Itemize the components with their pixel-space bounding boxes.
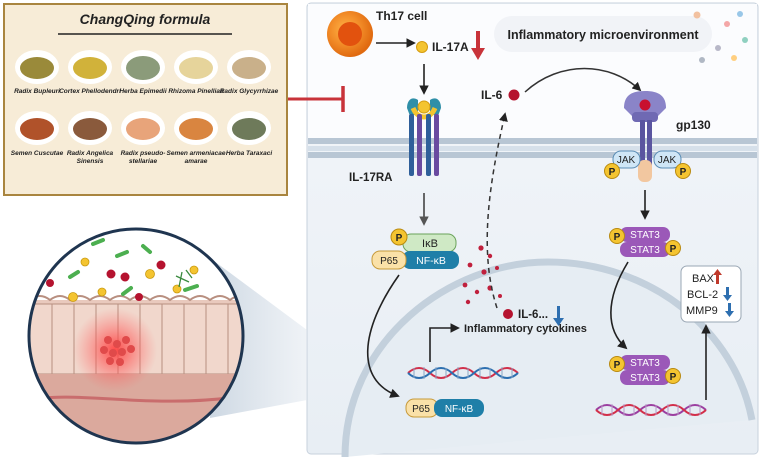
th17-cell: [327, 11, 373, 57]
jak-right: [653, 150, 691, 179]
herb-label: Cortex Phellodendri: [59, 88, 121, 95]
herb-label: Rhizoma Pinelliae: [168, 88, 224, 95]
nfkb-translocation-arrow: [366, 274, 400, 398]
jak-right-label: JAK: [658, 155, 677, 166]
stat3-dimer-nucleus: [609, 355, 681, 385]
nuclear-stat3-top-label: STAT3: [630, 358, 660, 369]
nuclear-nfkb-label: NF-κB: [445, 404, 474, 415]
p-badge-nstat3-a: P: [614, 360, 621, 371]
marker-bcl2: BCL-2: [687, 289, 718, 301]
formula-panel: [3, 3, 288, 196]
herb-label: Sinensis: [77, 158, 104, 165]
formula-title: ChangQing formula: [80, 11, 211, 27]
herb-label: Radix Angelica: [67, 150, 114, 157]
th17-cell-label: Th17 cell: [376, 9, 427, 23]
il6-label: IL-6: [481, 88, 503, 102]
p65-label: P65: [380, 256, 398, 267]
cytokines-label: Inflammatory cytokines: [464, 323, 587, 335]
p-badge-ikb: P: [396, 233, 403, 244]
markers-box: [680, 265, 742, 323]
stat3-translocation-arrow: [610, 261, 629, 350]
cell-membrane: [308, 138, 757, 158]
herb-label: Radix pseudo-: [121, 150, 166, 157]
p-badge-stat3-b: P: [670, 244, 677, 255]
transcription-arrow: [429, 323, 460, 362]
il17a-down-arrow: [471, 31, 485, 60]
herb-images-row1: [15, 50, 271, 84]
herb-labels-row2: Semen Cuscutae Radix Angelica Sinensis R…: [11, 150, 273, 165]
herb-label: stellariae: [129, 158, 158, 165]
nuclear-stat3-bottom-label: STAT3: [630, 373, 660, 384]
mmp9-down-arrow: [725, 303, 734, 317]
nuclear-p65-label: P65: [412, 404, 430, 415]
gp130-label: gp130: [676, 118, 711, 132]
secreted-il6-dots: [462, 245, 502, 305]
dna-helix-left: [407, 367, 519, 379]
herb-label: Semen armeniacae: [167, 150, 226, 157]
herb-label: Radix Bupleuri: [14, 88, 60, 95]
bax-up-arrow: [713, 269, 722, 284]
inhibition-arrow: [288, 86, 345, 112]
gp130-receptor: [624, 91, 666, 182]
p-badge-nstat3-b: P: [670, 372, 677, 383]
herb-label: Radix Glycyrrhizae: [220, 88, 279, 95]
nuclear-nfkb: [405, 398, 484, 418]
marker-bax: BAX: [692, 273, 715, 285]
herb-label: Herba Taraxaci: [226, 150, 273, 157]
stat3-bottom-label: STAT3: [630, 245, 660, 256]
il6-down-arrow: [553, 306, 564, 326]
stat3-dimer-cytoplasm: [609, 227, 681, 257]
ikb-label: IκB: [422, 238, 438, 250]
p-badge-jak-right: P: [680, 167, 687, 178]
stat3-top-label: STAT3: [630, 230, 660, 241]
bcl2-down-arrow: [723, 287, 732, 301]
nuclear-il6-label: IL-6...: [518, 309, 548, 321]
zoom-circle-border: [27, 227, 245, 445]
il17ra-label: IL-17RA: [349, 172, 392, 184]
marker-mmp9: MMP9: [686, 305, 718, 317]
environment-pill: [494, 16, 712, 52]
il17a-label: IL-17A: [432, 40, 469, 54]
il17a-molecule: [416, 41, 428, 53]
il6-secretion-arrow: [486, 112, 508, 309]
herb-label: Semen Cuscutae: [11, 150, 64, 157]
dna-helix-right: [595, 404, 707, 416]
jak-left-label: JAK: [617, 155, 636, 166]
environment-dots: [693, 11, 748, 63]
il6-molecule: [508, 89, 520, 101]
il6-to-gp130-arrow: [524, 67, 642, 93]
p-badge-jak-left: P: [609, 167, 616, 178]
herb-labels-row1: Radix Bupleuri Cortex Phellodendri Herba…: [14, 88, 279, 95]
environment-label: Inflammatory microenvironment: [507, 28, 699, 42]
herb-label: Herba Epimedii: [119, 88, 167, 95]
nuclear-il6-molecule: [503, 309, 513, 319]
herb-label: amarae: [185, 158, 208, 165]
p-badge-stat3-a: P: [614, 232, 621, 243]
il17ra-receptor: [407, 98, 441, 176]
nfkb-label: NF-κB: [416, 255, 446, 267]
jak-left: [604, 150, 641, 179]
herb-images-row2: [15, 111, 271, 145]
nfkb-complex: [371, 228, 459, 270]
